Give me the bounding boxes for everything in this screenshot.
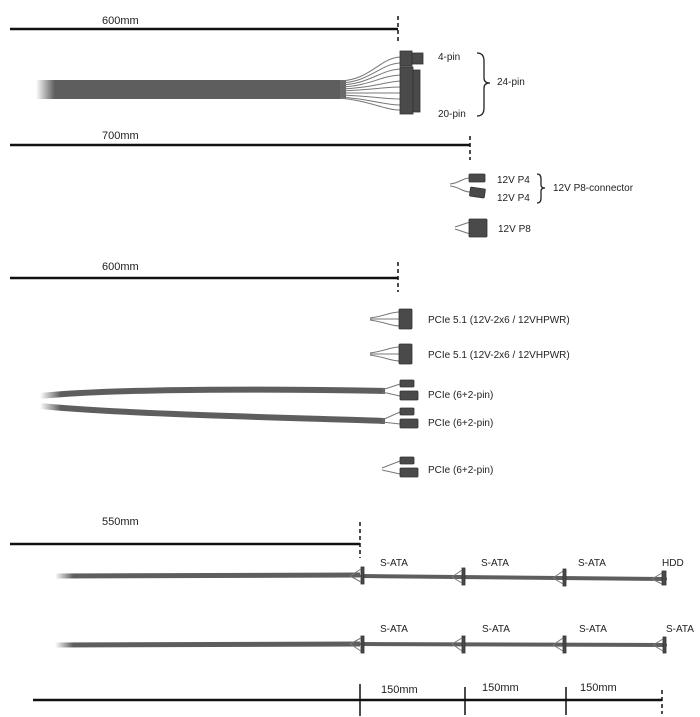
atx-4pin-label: 4-pin (438, 52, 460, 63)
sata2-label-3: S-ATA (579, 624, 607, 635)
brace-icon (536, 173, 546, 204)
cpu-p4-b-label: 12V P4 (497, 193, 530, 204)
pcie-length-label: 600mm (102, 261, 139, 273)
atx-24pin-label: 24-pin (497, 77, 525, 88)
pcie51-cable-2 (40, 343, 413, 365)
pcie-label-1: PCIe 5.1 (12V-2x6 / 12VHPWR) (428, 315, 570, 326)
pcie51-cable-1 (40, 308, 413, 330)
pcie-label-5: PCIe (6+2-pin) (428, 465, 493, 476)
sata-cable-2 (54, 635, 667, 654)
pcie-label-3: PCIe (6+2-pin) (428, 390, 493, 401)
atx-4pin-connector (399, 50, 413, 67)
pcie-62-cable-pair (39, 379, 419, 429)
sata1-label-1: S-ATA (380, 558, 408, 569)
sata-length-label: 550mm (102, 516, 139, 528)
cpu-dimension: 700mm (10, 130, 471, 160)
spacing-label-1: 150mm (381, 684, 418, 696)
pcie-label-4: PCIe (6+2-pin) (428, 418, 493, 429)
cpu-length-label: 700mm (102, 130, 139, 142)
atx-length-label: 600mm (102, 15, 139, 27)
sata1-label-2: S-ATA (481, 558, 509, 569)
sata2-label-1: S-ATA (380, 624, 408, 635)
sata2-label-2: S-ATA (482, 624, 510, 635)
cpu-p8-cable (45, 218, 488, 238)
atx-dimension: 600mm (10, 15, 399, 42)
sata-dimension: 550mm (10, 516, 361, 558)
sata2-label-4: S-ATA (666, 624, 694, 635)
cpu-p4-a-label: 12V P4 (497, 175, 530, 186)
pcie-dimension: 600mm (10, 261, 399, 292)
sata-spacing-dimension: 150mm 150mm 150mm (33, 682, 663, 716)
pcie-62-cable-3 (40, 456, 419, 478)
atx-24pin-cable (36, 50, 424, 115)
atx-20pin-connector (399, 66, 414, 115)
cpu-split-cable (45, 173, 486, 199)
spacing-label-3: 150mm (580, 682, 617, 694)
sata1-label-hdd: HDD (662, 558, 684, 569)
brace-icon (476, 52, 491, 117)
cpu-p8-connector-label: 12V P8-connector (553, 183, 634, 194)
sata-cable-1 (54, 566, 667, 587)
atx-20pin-label: 20-pin (438, 109, 466, 120)
spacing-label-2: 150mm (482, 682, 519, 694)
pcie-label-2: PCIe 5.1 (12V-2x6 / 12VHPWR) (428, 350, 570, 361)
sata1-label-3: S-ATA (578, 558, 606, 569)
cpu-p8-label: 12V P8 (498, 224, 531, 235)
